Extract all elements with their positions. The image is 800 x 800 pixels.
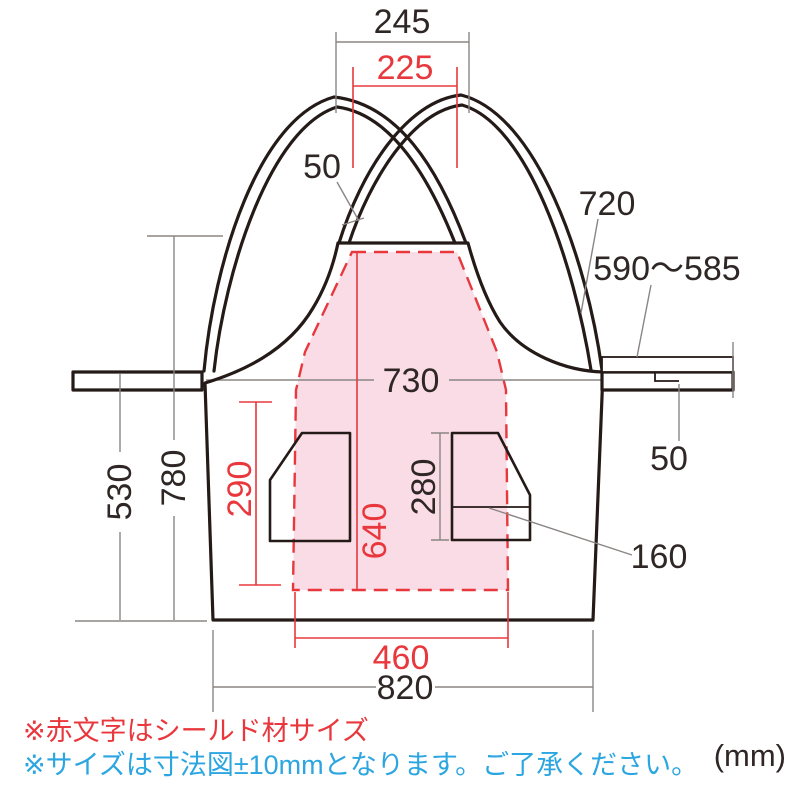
dim-pocket-divider-label: 160 <box>631 538 688 576</box>
shoulder-strap-left-inner <box>212 105 457 373</box>
dim-shield-bottom-width-label: 460 <box>373 639 430 677</box>
waist-belt-left <box>71 370 204 392</box>
dim-shield-side-height-label: 290 <box>221 461 259 518</box>
dim-strap-width-label: 50 <box>303 148 341 186</box>
dim-waist-width-label: 730 <box>383 362 440 400</box>
red-dimension-lines <box>239 67 509 648</box>
note-tolerance: ※サイズは寸法図±10mmとなります。ご了承ください。 <box>23 750 698 780</box>
dim-belt-length-label: 590〜585 <box>593 250 740 288</box>
pocket-right <box>450 431 532 542</box>
waist-belt-right-upper <box>601 356 734 373</box>
dim-strap-span-label: 245 <box>374 3 431 41</box>
note-shield-size: ※赤文字はシールド材サイズ <box>23 716 369 746</box>
dim-pocket-height-label: 280 <box>405 459 443 516</box>
apron-outline <box>203 241 605 622</box>
pockets <box>268 431 532 543</box>
dim-total-height-label: 780 <box>155 450 193 507</box>
dim-shield-height-label: 640 <box>356 503 394 560</box>
shield-material-area <box>291 250 510 592</box>
shoulder-strap-right-inner <box>347 103 593 372</box>
belt-step-line <box>654 373 679 382</box>
dim-bottom-width-label: 820 <box>377 669 434 707</box>
dim-shield-top-width-label: 225 <box>377 49 434 87</box>
dim-strap-length-label: 720 <box>579 185 636 223</box>
dim-lower-height-label: 530 <box>101 464 139 521</box>
black-dimension-lines <box>75 32 680 712</box>
shoulder-strap-right-outer <box>337 93 604 372</box>
dim-belt-width-label: 50 <box>650 440 688 478</box>
pocket-left <box>268 431 352 543</box>
shoulder-strap-left-outer <box>202 95 468 373</box>
unit-label: (mm) <box>714 738 786 773</box>
